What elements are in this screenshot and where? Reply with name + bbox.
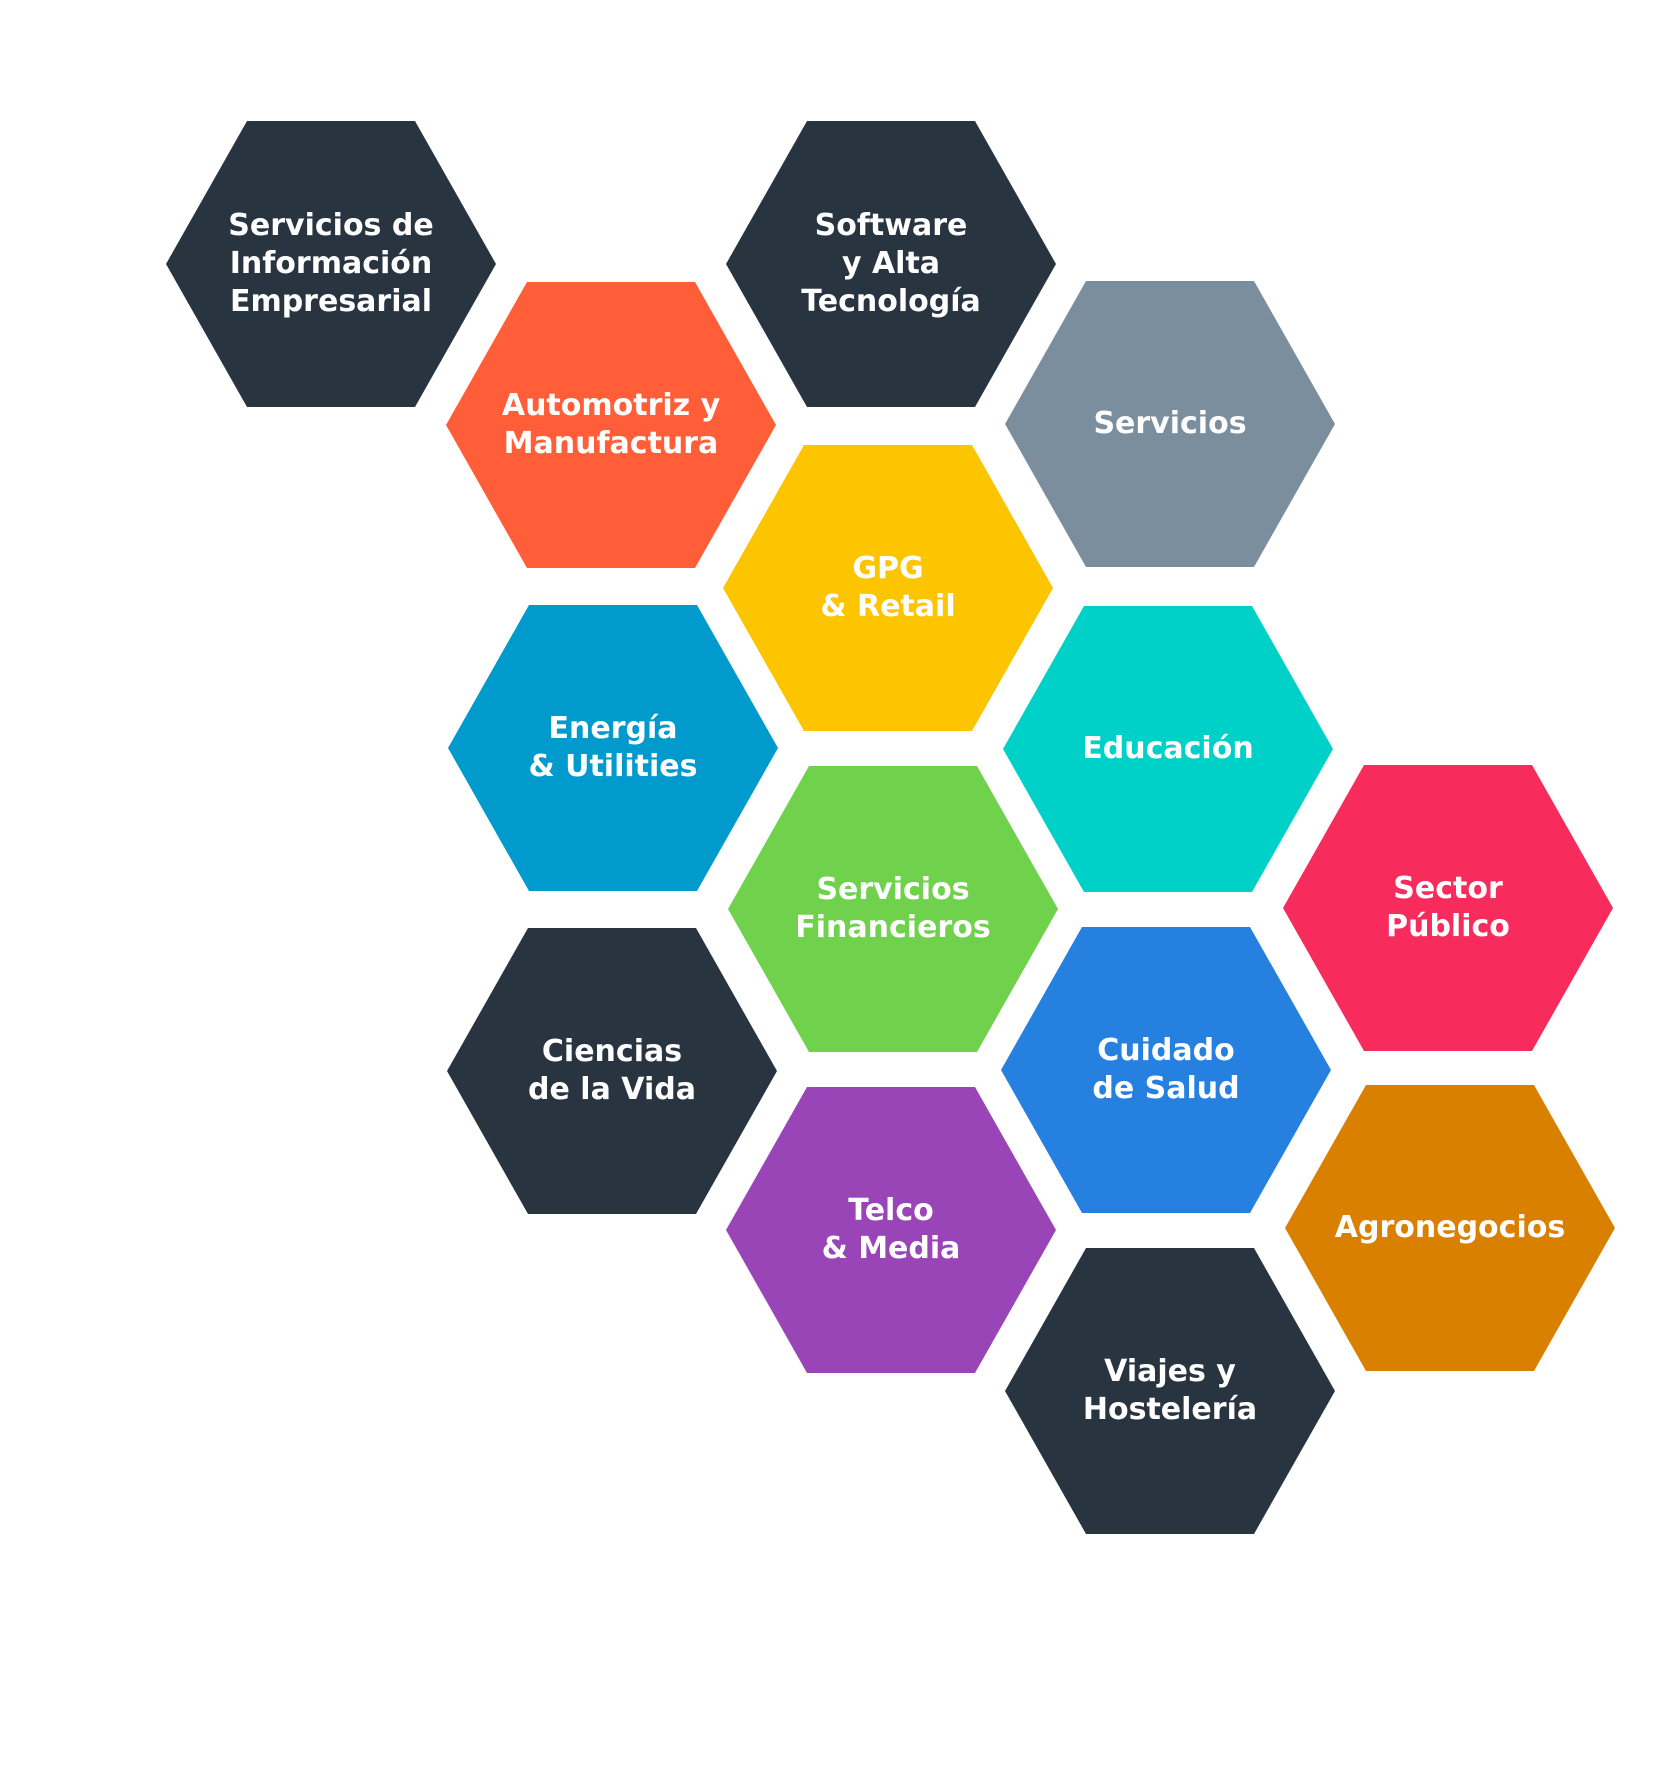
hexagon-gpg-retail [723,445,1053,731]
hexagon-sector-publico [1283,765,1613,1051]
hexagon-servicios-informacion-empresarial [166,121,496,407]
hexagon-servicios [1005,281,1335,567]
hexagon-servicios-financieros [728,766,1058,1052]
hexagon-automotriz-manufactura [446,282,776,568]
hexagon-energia-utilities [448,605,778,891]
hexagon-ciencias-vida [447,928,777,1214]
hexagon-telco-media [726,1087,1056,1373]
hexagon-agronegocios [1285,1085,1615,1371]
hexagon-cuidado-salud [1001,927,1331,1213]
hexagon-viajes-hosteleria [1005,1248,1335,1534]
hexagon-software-alta-tecnologia [726,121,1056,407]
hexagon-educacion [1003,606,1333,892]
